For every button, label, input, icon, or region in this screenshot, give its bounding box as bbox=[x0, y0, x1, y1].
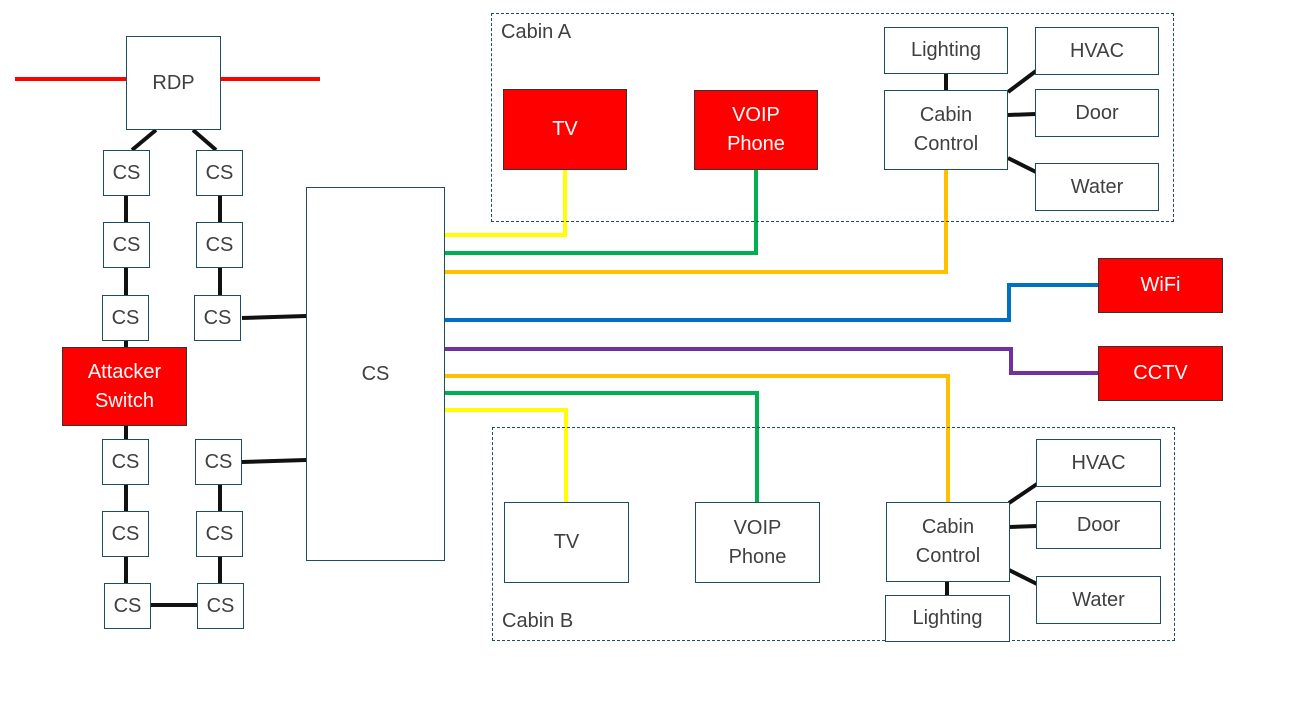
lighting-label: Lighting bbox=[910, 39, 982, 61]
cs-node-left-4[interactable]: CS bbox=[102, 439, 149, 485]
link-voip-a bbox=[444, 170, 758, 255]
cs-node-left-6[interactable]: CS bbox=[104, 583, 151, 629]
cabin-a-hvac[interactable]: HVAC bbox=[1035, 27, 1159, 75]
wifi-node[interactable]: WiFi bbox=[1098, 258, 1223, 313]
link-cctv bbox=[444, 347, 1099, 375]
cabin-control-label: Cabin Control bbox=[913, 104, 979, 155]
cabin-a-door[interactable]: Door bbox=[1035, 89, 1159, 137]
voip-label: VOIP Phone bbox=[727, 104, 785, 155]
cabin-b-door[interactable]: Door bbox=[1036, 501, 1161, 549]
core-cs-node[interactable]: CS bbox=[306, 187, 445, 561]
voip-label: VOIP Phone bbox=[728, 516, 787, 568]
hvac-label: HVAC bbox=[1069, 39, 1125, 62]
chain-links bbox=[124, 69, 1039, 607]
cs-label: CS bbox=[111, 450, 140, 473]
link-tv-a bbox=[444, 170, 567, 237]
link-control-b bbox=[444, 374, 950, 503]
cs-node-left-5[interactable]: CS bbox=[102, 511, 149, 557]
cs-label: CS bbox=[112, 161, 141, 184]
cs-label: CS bbox=[204, 450, 233, 473]
core-cs-label: CS bbox=[361, 362, 390, 385]
cs-node-right-5[interactable]: CS bbox=[196, 511, 243, 557]
cabin-a-title: Cabin A bbox=[501, 21, 572, 43]
door-label: Door bbox=[1076, 513, 1121, 536]
cabin-a-tv[interactable]: TV bbox=[503, 89, 627, 170]
cs-node-right-4[interactable]: CS bbox=[195, 439, 242, 485]
lighting-label: Lighting bbox=[912, 607, 983, 629]
cs-node-right-3[interactable]: CS bbox=[194, 295, 241, 341]
cs-node-right-6[interactable]: CS bbox=[197, 583, 244, 629]
cabin-control-label: Cabin Control bbox=[915, 516, 981, 567]
cabin-b-title: Cabin B bbox=[502, 610, 574, 632]
cabin-a-lighting[interactable]: Lighting bbox=[884, 27, 1008, 74]
cs-node-left-2[interactable]: CS bbox=[103, 222, 150, 268]
tv-label: TV bbox=[552, 118, 578, 140]
link-voip-b bbox=[444, 391, 759, 503]
cs-node-left-1[interactable]: CS bbox=[103, 150, 150, 196]
cabin-b-cabin-control[interactable]: Cabin Control bbox=[886, 502, 1010, 582]
cs-label: CS bbox=[112, 233, 141, 256]
cs-label: CS bbox=[206, 594, 235, 617]
attacker-switch-label: Attacker Switch bbox=[87, 360, 162, 412]
tv-label: TV bbox=[553, 531, 580, 553]
cabin-a-voip-phone[interactable]: VOIP Phone bbox=[694, 90, 818, 170]
hvac-label: HVAC bbox=[1071, 451, 1126, 474]
cs-label: CS bbox=[113, 594, 142, 617]
cs-label: CS bbox=[203, 306, 232, 329]
cs-label: CS bbox=[205, 522, 234, 545]
cs-node-right-1[interactable]: CS bbox=[196, 150, 243, 196]
cabin-b-frame bbox=[492, 427, 1175, 641]
cctv-node[interactable]: CCTV bbox=[1098, 346, 1223, 401]
wifi-label: WiFi bbox=[1140, 274, 1181, 296]
link-control-a bbox=[441, 170, 948, 274]
cabin-a-water[interactable]: Water bbox=[1035, 163, 1159, 211]
door-label: Door bbox=[1075, 101, 1119, 124]
rdp-label: RDP bbox=[152, 71, 195, 94]
cctv-label: CCTV bbox=[1133, 362, 1188, 384]
cs-node-left-3[interactable]: CS bbox=[102, 295, 149, 341]
cs-label: CS bbox=[205, 233, 234, 256]
link-tv-b bbox=[444, 408, 568, 503]
cabin-b-lighting[interactable]: Lighting bbox=[885, 595, 1010, 642]
water-label: Water bbox=[1072, 588, 1125, 611]
water-label: Water bbox=[1070, 175, 1124, 198]
cs-node-right-2[interactable]: CS bbox=[196, 222, 243, 268]
cs-label: CS bbox=[205, 161, 234, 184]
link-wifi bbox=[441, 283, 1099, 322]
cs-label: CS bbox=[111, 306, 140, 329]
cabin-b-voip-phone[interactable]: VOIP Phone bbox=[695, 502, 820, 583]
cabin-b-tv[interactable]: TV bbox=[504, 502, 629, 583]
cabin-a-cabin-control[interactable]: Cabin Control bbox=[884, 90, 1008, 170]
cabin-a-frame bbox=[491, 13, 1174, 222]
cabin-b-hvac[interactable]: HVAC bbox=[1036, 439, 1161, 487]
attacker-switch[interactable]: Attacker Switch bbox=[62, 347, 187, 426]
cabin-b-water[interactable]: Water bbox=[1036, 576, 1161, 624]
cs-label: CS bbox=[111, 522, 140, 545]
rdp-node[interactable]: RDP bbox=[126, 36, 221, 130]
